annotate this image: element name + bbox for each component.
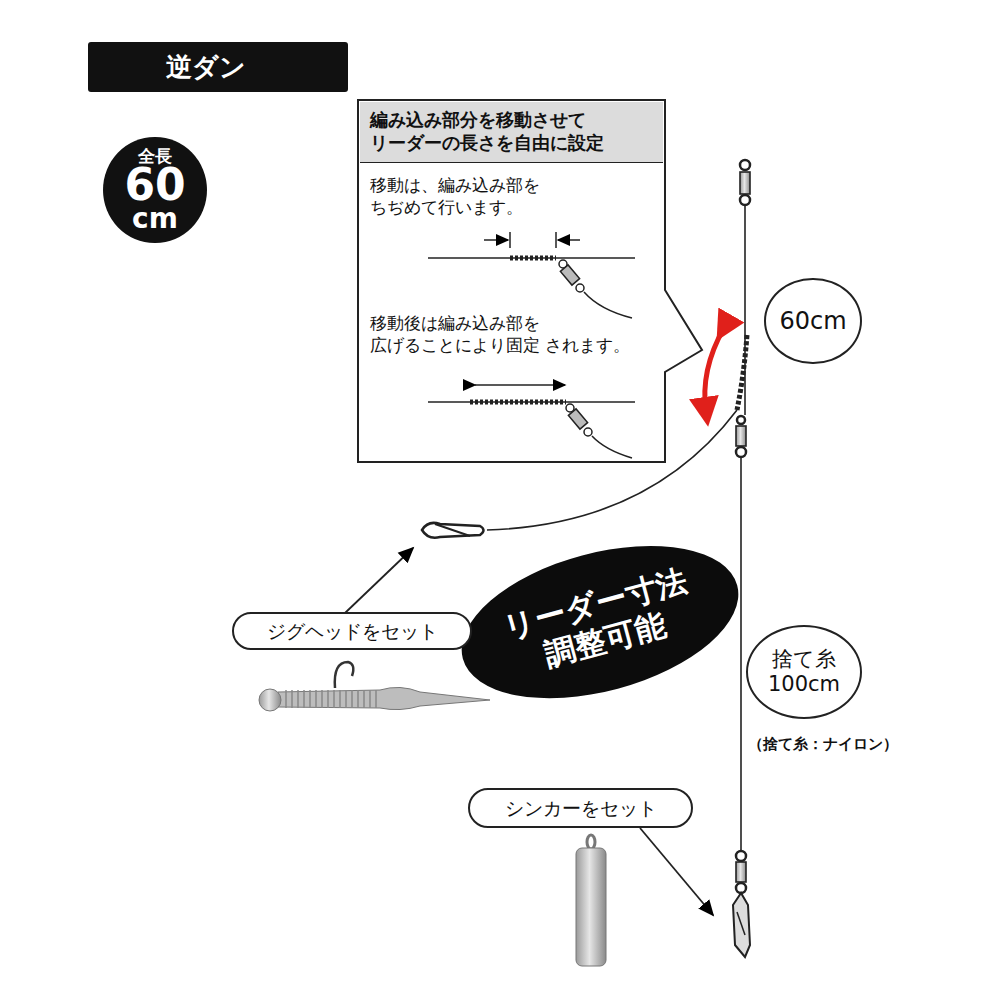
title-banner: 逆ダン xyxy=(88,42,348,92)
length-badge-text: 60 xyxy=(124,164,185,206)
sinker xyxy=(576,835,606,966)
sinker-pill-text: シンカーをセット xyxy=(505,797,657,820)
length-circle: 60cm xyxy=(764,278,861,364)
leader-line xyxy=(640,828,713,915)
callout-body: 移動は、編み込み部を ちぢめて行います。 xyxy=(370,174,655,218)
braid-spread-sketch xyxy=(428,385,635,458)
adjust-badge-text: リーダー寸法 調整可能 xyxy=(496,561,705,684)
braid-shrink-sketch xyxy=(428,232,635,318)
jighead-pill: ジグヘッドをセット xyxy=(232,612,472,650)
length-badge-text: cm xyxy=(132,206,178,233)
leader-line xyxy=(345,548,413,613)
callout-heading: 編み込み部分を移動させて リーダーの長さを自由に設定 xyxy=(370,108,655,155)
jig-head xyxy=(259,662,490,711)
callout-outline xyxy=(358,100,702,462)
adjust-badge: リーダー寸法 調整可能 xyxy=(445,519,755,726)
callout-box: 編み込み部分を移動させて リーダーの長さを自由に設定移動は、編み込み部を ちぢめ… xyxy=(358,100,665,462)
length-circle-text: 60cm xyxy=(779,307,846,336)
note-label: （捨て糸：ナイロン） xyxy=(748,735,898,754)
line-circle: 捨て糸 100cm xyxy=(746,625,862,719)
title: 逆ダン xyxy=(166,50,246,85)
jighead-pill-text: ジグヘッドをセット xyxy=(267,620,438,643)
length-badge: 全長60cm xyxy=(103,137,207,244)
line-circle-text: 捨て糸 100cm xyxy=(764,647,844,697)
sinker-pill: シンカーをセット xyxy=(468,788,693,828)
adjust-arrow xyxy=(705,328,724,412)
callout-body: 移動後は編み込み部を 広げることにより固定 されます。 xyxy=(370,312,655,356)
length-badge-text: 全長 xyxy=(138,148,172,164)
